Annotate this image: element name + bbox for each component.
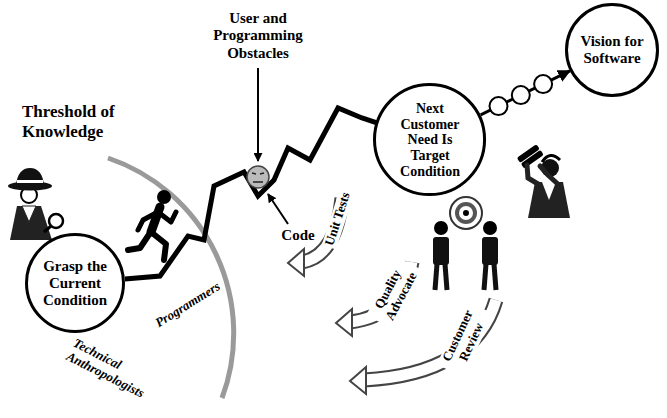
label-text: Technical Anthropologists (62, 335, 168, 409)
obstacle-face (247, 166, 269, 188)
feedback-arrow (288, 198, 496, 394)
target-team (463, 210, 469, 216)
label-text: Customer Review (437, 301, 494, 377)
condition-circle: Next Customer Need Is Target Condition (373, 83, 486, 196)
feedback-arrow (336, 309, 352, 336)
detective-figure (17, 180, 43, 183)
running-person (128, 190, 176, 260)
condition-circle: Grasp the Current Condition (25, 233, 125, 333)
binocular-figure (540, 166, 560, 186)
node-title: Next Customer Need Is Target Condition (395, 101, 465, 179)
running-person (151, 232, 166, 260)
binocular-figure (528, 182, 570, 218)
target-team (433, 237, 449, 265)
feedback-arrow (350, 367, 366, 394)
pointer-arrow (257, 68, 259, 161)
target-team (433, 197, 498, 290)
label-text: Unit Tests (322, 189, 355, 250)
target-team (435, 264, 437, 290)
running-person (157, 190, 171, 204)
label-text: Code (279, 227, 316, 244)
obstacle-face (260, 173, 264, 174)
target-team (434, 221, 448, 235)
detective-figure (44, 226, 51, 232)
target-team (482, 237, 498, 265)
detective-figure (8, 168, 63, 240)
label-text: Programmers (151, 278, 225, 332)
pointer-arrow (258, 68, 288, 224)
target-team (445, 264, 447, 290)
detective-figure (49, 214, 63, 228)
connector (481, 71, 570, 115)
step-circle (534, 75, 552, 93)
label-text: User and Programming Obstacles (200, 10, 316, 62)
node-text-group: Next Customer Need Is Target Condition (395, 101, 465, 179)
binocular-figure (517, 144, 570, 218)
node-title: Vision for Software (577, 33, 647, 67)
binocular-figure (542, 182, 556, 200)
running-person (158, 212, 176, 222)
obstacle-face (247, 166, 269, 188)
detective-figure (22, 206, 36, 222)
running-person (138, 213, 156, 230)
target-team (455, 202, 477, 224)
node-title: Grasp the Current Condition (38, 258, 112, 308)
pointer-arrow (268, 194, 288, 224)
step-circle (512, 86, 530, 104)
circle-outline (27, 235, 124, 332)
binocular-figure (527, 165, 538, 184)
label-text: Quality Advocate (366, 257, 423, 329)
condition-circle: Vision for Software (565, 3, 659, 97)
target-team (494, 264, 496, 290)
obstacle-face (252, 173, 256, 174)
circle-outline (567, 5, 658, 96)
target-team (450, 197, 482, 229)
target-team (484, 264, 486, 290)
running-person (128, 233, 150, 250)
detective-figure (10, 206, 52, 240)
obstacle-face (253, 181, 263, 183)
node-text-group: Grasp the Current Condition (38, 258, 112, 308)
node-text-group: Vision for Software (577, 33, 647, 67)
detective-figure (16, 168, 44, 185)
binocular-figure (542, 155, 560, 162)
target-team (459, 206, 473, 220)
label-text: Threshold of Knowledge (20, 102, 134, 141)
feedback-arrow (288, 249, 304, 276)
step-circle (490, 97, 508, 115)
connector (125, 108, 376, 279)
circle-outline (375, 85, 485, 195)
target-team (483, 221, 497, 235)
